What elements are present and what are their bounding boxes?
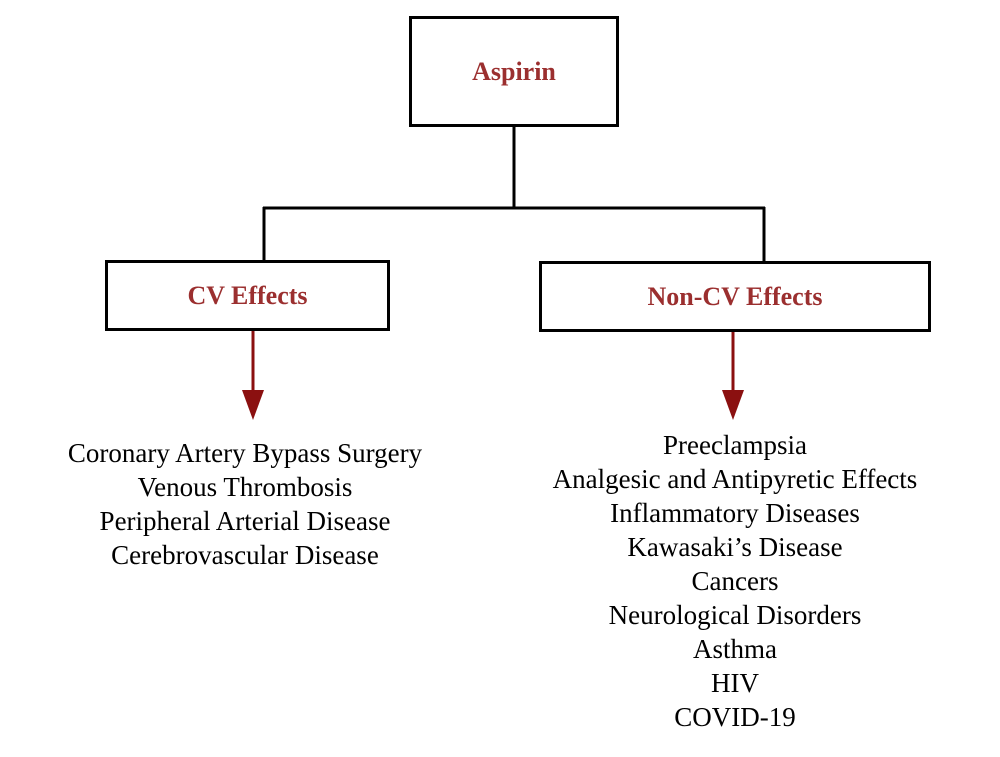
list-item: HIV: [711, 668, 759, 698]
list-item: Cancers: [691, 566, 779, 596]
cv-effects-list: Coronary Artery Bypass Surgery Venous Th…: [0, 436, 490, 572]
list-item: Kawasaki’s Disease: [627, 532, 843, 562]
non-cv-effects-list: Preeclampsia Analgesic and Antipyretic E…: [490, 428, 980, 734]
list-item: Preeclampsia: [663, 430, 807, 460]
list-item: COVID-19: [674, 702, 796, 732]
list-item: Coronary Artery Bypass Surgery: [67, 438, 423, 468]
noncv-arrow-head-icon: [722, 390, 744, 420]
list-item: Analgesic and Antipyretic Effects: [552, 464, 918, 494]
list-item: Inflammatory Diseases: [610, 498, 860, 528]
root-node-box: Aspirin: [409, 16, 619, 127]
cv-effects-node-box: CV Effects: [105, 260, 390, 331]
list-item: Venous Thrombosis: [137, 472, 353, 502]
list-item: Neurological Disorders: [608, 600, 862, 630]
root-node-label: Aspirin: [472, 56, 556, 86]
cv-effects-node-label: CV Effects: [187, 280, 308, 310]
list-item: Asthma: [693, 634, 777, 664]
list-item: Peripheral Arterial Disease: [99, 506, 391, 536]
non-cv-effects-node-box: Non-CV Effects: [539, 261, 931, 332]
list-item: Cerebrovascular Disease: [111, 540, 379, 570]
cv-arrow-head-icon: [242, 390, 264, 420]
non-cv-effects-node-label: Non-CV Effects: [647, 281, 823, 311]
